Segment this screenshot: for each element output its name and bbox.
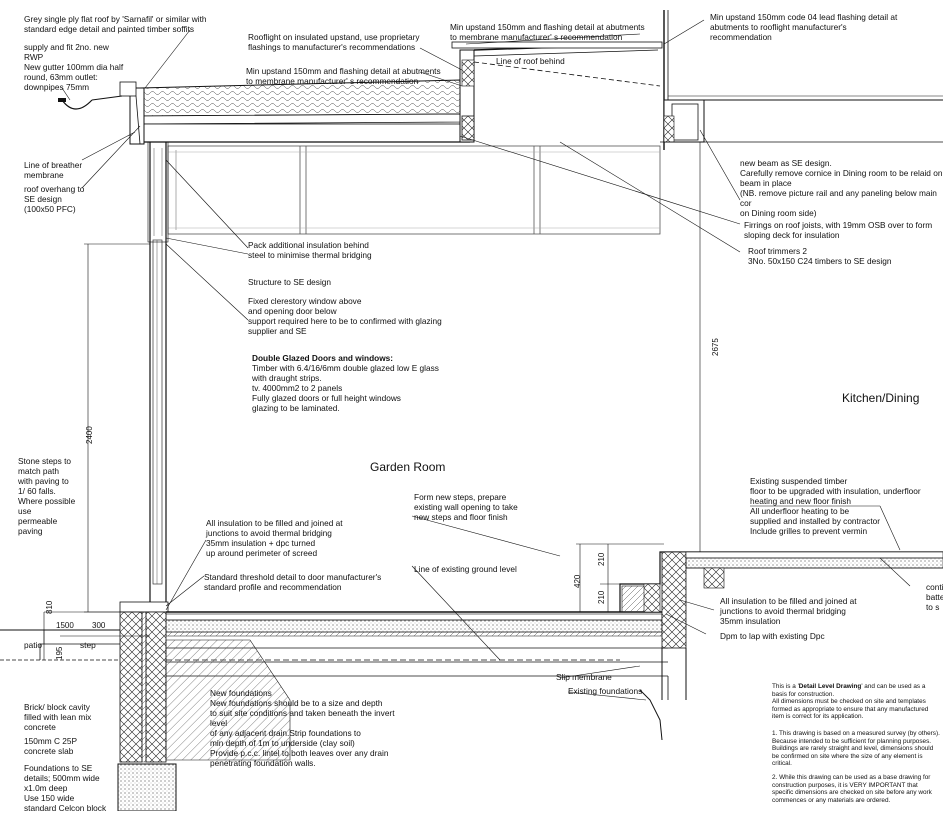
garden-room-label: Garden Room [370,460,446,474]
dim-1500: 1500 [56,621,74,630]
glazing-body: Timber with 6.4/16/6mm double glazed low… [252,363,439,413]
new-steps-note: Form new steps, prepare existing wall op… [414,492,518,522]
disclaimer-note-1-tail: ' and can be used as a basis for constru… [772,683,929,721]
dpm-note: Dpm to lap with existing Dpc [720,631,825,641]
structure-se-note: Structure to SE design [248,277,332,287]
new-foundations-note: New foundations New foundations should b… [210,688,395,768]
threshold-note: Standard threshold detail to door manufa… [204,572,382,592]
foundations-se-note: Foundations to SE details; 500mm wide x1… [24,763,107,813]
insulation-filled-note-a: All insulation to be filled and joined a… [206,518,343,558]
glazed-door-frame [119,141,169,613]
cont-right-note: conti batte to s [926,582,943,612]
stone-steps-note: Stone steps to match path with paving to… [18,456,76,536]
patio-label: patio [24,640,42,650]
dim-2675: 2675 [711,338,720,356]
leader-lines [61,19,911,701]
dim-2400: 2400 [85,426,94,444]
disclaimer-note-1: This is a 'Detail Level Drawing' and can… [772,683,928,721]
kitchen-dining-label: Kitchen/Dining [842,391,920,405]
line-roof-behind-note: Line of roof behind [496,56,565,66]
pack-insulation-note: Pack additional insulation behind steel … [248,240,372,260]
rooflight-upstand-note: Rooflight on insulated upstand, use prop… [248,32,420,52]
clerestory-note: Fixed clerestory window above and openin… [248,296,442,336]
slab-note: 150mm C 25P concrete slab [24,736,78,756]
ground-level-note: Line of existing ground level [414,564,517,574]
new-steps [619,551,943,700]
dim-810: 810 [45,600,54,614]
disclaimer-note-3: 2. While this drawing can be used as a b… [772,774,932,804]
foundation-wall [0,611,291,811]
dimension-text: 2400 2675 810 1500 300 195 420 210 210 [45,338,720,660]
disclaimer-note-1-lead: This is a ' [772,683,799,690]
disclaimer-note-2: 1. This drawing is based on a measured s… [772,730,940,768]
dim-420: 420 [573,574,582,588]
rooflight-upstand [451,41,663,143]
dim-300: 300 [92,621,106,630]
roof-ply-note: Grey single ply flat roof by 'Sarnafil' … [24,14,207,34]
lead-flashing-note: Min upstand 150mm code 04 lead flashing … [710,12,898,42]
min-upstand-note-a: Min upstand 150mm and flashing detail at… [450,22,645,42]
existing-foundations [639,676,669,741]
trimmers-note: Roof trimmers 2 3No. 50x150 C24 timbers … [748,246,892,266]
dim-210-b: 210 [597,590,606,604]
overhang-note: roof overhang to SE design (100x50 PFC) [24,184,85,214]
firrings-note: Firrings on roof joists, with 19mm OSB o… [744,220,933,240]
breather-note: Line of breather membrane [24,160,83,180]
dim-210-a: 210 [597,552,606,566]
slip-membrane-note: Slip membrane [556,672,612,682]
brick-cavity-note: Brick/ block cavity filled with lean mix… [24,702,92,732]
existing-foundations-note: Existing foundations [568,686,643,696]
dim-195: 195 [55,646,64,660]
new-beam-note: new beam as SE design. Carefully remove … [740,158,943,218]
min-upstand-note-b: Min upstand 150mm and flashing detail at… [246,66,441,86]
detail-level-drawing: Detail Level Drawing [798,683,862,690]
rwp-note: supply and fit 2no. new RWP New gutter 1… [24,42,124,92]
existing-building [660,10,943,150]
glazing-title: Double Glazed Doors and windows: [252,353,394,363]
suspended-floor-note: Existing suspended timber floor to be up… [750,476,921,536]
insulation-filled-note-b: All insulation to be filled and joined a… [720,596,857,626]
step-label: step [80,640,96,650]
roof-build-up [58,79,471,145]
clerestory-window [167,145,661,235]
dimension-lines [43,141,704,660]
